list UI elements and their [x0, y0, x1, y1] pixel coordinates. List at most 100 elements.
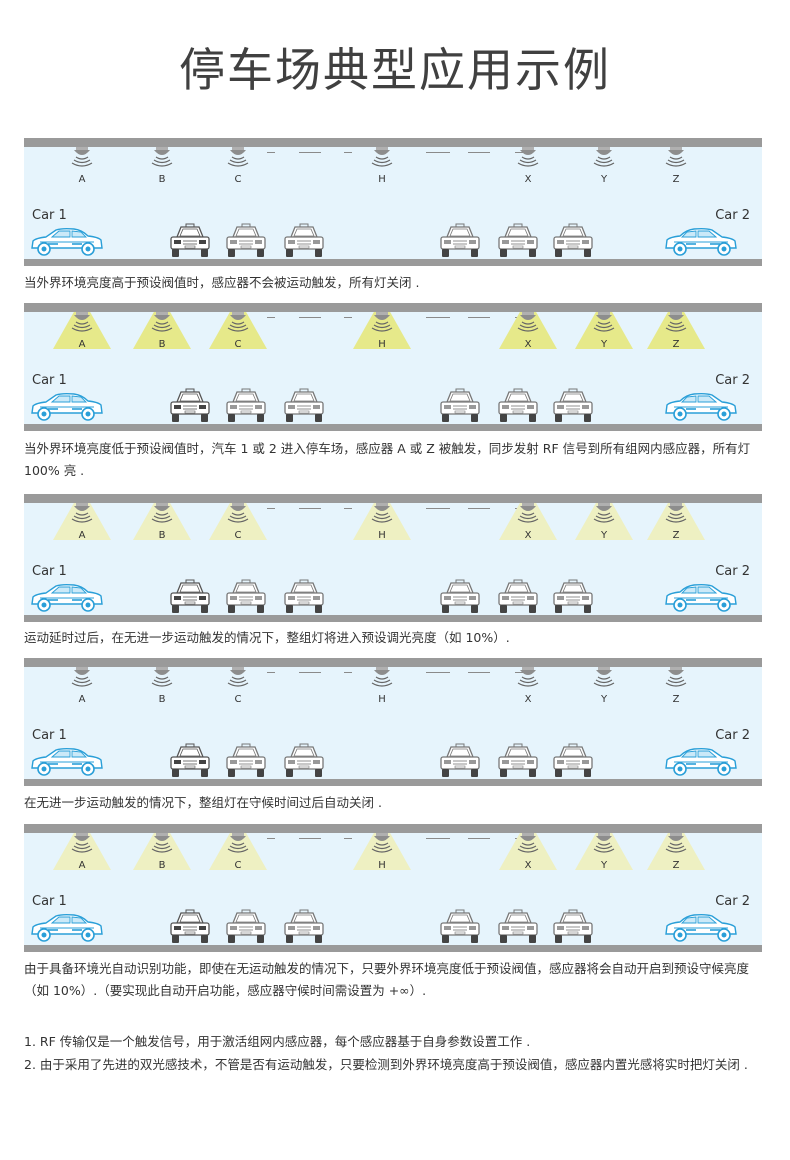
sensor-icon [223, 503, 253, 527]
sensor-label: X [524, 860, 532, 871]
parked-car-icon [438, 579, 482, 619]
ceiling-dash [344, 508, 352, 509]
notes: 1. RF 传输仅是一个触发信号，用于激活组网内感应器，每个感应器基于自身参数设… [24, 1030, 764, 1076]
car1-label: Car 1 [32, 564, 67, 579]
sensor-icon [67, 312, 97, 336]
parked-car-icon [282, 388, 326, 428]
floor-rail [24, 779, 762, 786]
ceiling-dash [515, 672, 523, 673]
sensor-icon [223, 312, 253, 336]
sensor-label: C [234, 339, 242, 350]
sensor-label: Z [672, 174, 680, 185]
parked-car-icon [438, 223, 482, 263]
sensor-icon [67, 667, 97, 691]
sensor-icon [513, 147, 543, 171]
car1-side-icon [28, 582, 104, 618]
sensor-icon [589, 833, 619, 857]
ceiling-rail [24, 138, 762, 147]
floor-rail [24, 424, 762, 431]
note-2: 2. 由于采用了先进的双光感技术，不管是否有运动触发，只要检测到外界环境亮度高于… [24, 1057, 748, 1072]
sensor-icon [589, 147, 619, 171]
sensor-icon [661, 312, 691, 336]
sensor-icon [147, 147, 177, 171]
scenario-caption: 运动延时过后，在无进一步运动触发的情况下，整组灯将进入预设调光亮度（如 10%）… [24, 630, 510, 645]
ceiling-dash [299, 672, 321, 673]
parked-car-icon [438, 909, 482, 949]
parked-car-icon [282, 909, 326, 949]
sensor-icon [147, 833, 177, 857]
sensor-label: A [78, 694, 86, 705]
parked-car-icon [551, 388, 595, 428]
ceiling-dash [267, 508, 275, 509]
page-title: 停车场典型应用示例 [179, 43, 611, 97]
car2-label: Car 2 [715, 373, 750, 388]
sensor-icon [513, 667, 543, 691]
sensor-label: X [524, 174, 532, 185]
car2-side-icon [664, 226, 740, 262]
ceiling-dash [267, 838, 275, 839]
sensor-label: H [378, 339, 386, 350]
parked-car-icon [224, 579, 268, 619]
scenario-caption: 当外界环境亮度低于预设阀值时，汽车 1 或 2 进入停车场，感应器 A 或 Z … [24, 441, 751, 478]
sensor-label: Z [672, 694, 680, 705]
sensor-icon [223, 147, 253, 171]
sensor-label: X [524, 339, 532, 350]
sensor-label: H [378, 694, 386, 705]
sensor-icon [589, 312, 619, 336]
parked-car-icon [224, 909, 268, 949]
car1-label: Car 1 [32, 894, 67, 909]
ceiling-dash [468, 838, 490, 839]
sensor-label: C [234, 860, 242, 871]
sensor-icon [661, 667, 691, 691]
sensor-label: A [78, 174, 86, 185]
parked-car-icon [551, 223, 595, 263]
parked-car-icon [551, 909, 595, 949]
sensor-icon [67, 503, 97, 527]
sensor-icon [367, 312, 397, 336]
parked-car-icon [551, 743, 595, 783]
parked-car-icon [282, 743, 326, 783]
parked-car-icon [496, 223, 540, 263]
sensor-label: B [158, 530, 166, 541]
car2-side-icon [664, 391, 740, 427]
ceiling-rail [24, 824, 762, 833]
car1-label: Car 1 [32, 373, 67, 388]
ceiling-dash [344, 152, 352, 153]
parked-car-icon [224, 743, 268, 783]
car2-side-icon [664, 582, 740, 618]
sensor-icon [661, 833, 691, 857]
ceiling-dash [299, 317, 321, 318]
sensor-label: H [378, 530, 386, 541]
sensor-label: X [524, 694, 532, 705]
sensor-icon [147, 667, 177, 691]
sensor-icon [147, 503, 177, 527]
sensor-label: A [78, 860, 86, 871]
sensor-label: Y [600, 694, 608, 705]
sensor-icon [589, 667, 619, 691]
note-1: 1. RF 传输仅是一个触发信号，用于激活组网内感应器，每个感应器基于自身参数设… [24, 1034, 531, 1049]
car2-side-icon [664, 912, 740, 948]
sensor-label: A [78, 530, 86, 541]
ceiling-rail [24, 494, 762, 503]
sensor-label: A [78, 339, 86, 350]
sensor-icon [367, 503, 397, 527]
ceiling-dash [426, 317, 450, 318]
parked-car-icon [282, 223, 326, 263]
sensor-icon [661, 147, 691, 171]
sensor-icon [513, 312, 543, 336]
ceiling-dash [344, 672, 352, 673]
ceiling-rail [24, 303, 762, 312]
sensor-label: C [234, 694, 242, 705]
parked-car-icon [496, 743, 540, 783]
parked-car-icon [496, 579, 540, 619]
sensor-label: Y [600, 860, 608, 871]
car1-label: Car 1 [32, 728, 67, 743]
sensor-label: Y [600, 530, 608, 541]
car1-side-icon [28, 746, 104, 782]
sensor-icon [67, 147, 97, 171]
sensor-label: Y [600, 174, 608, 185]
sensor-icon [147, 312, 177, 336]
ceiling-dash [344, 317, 352, 318]
